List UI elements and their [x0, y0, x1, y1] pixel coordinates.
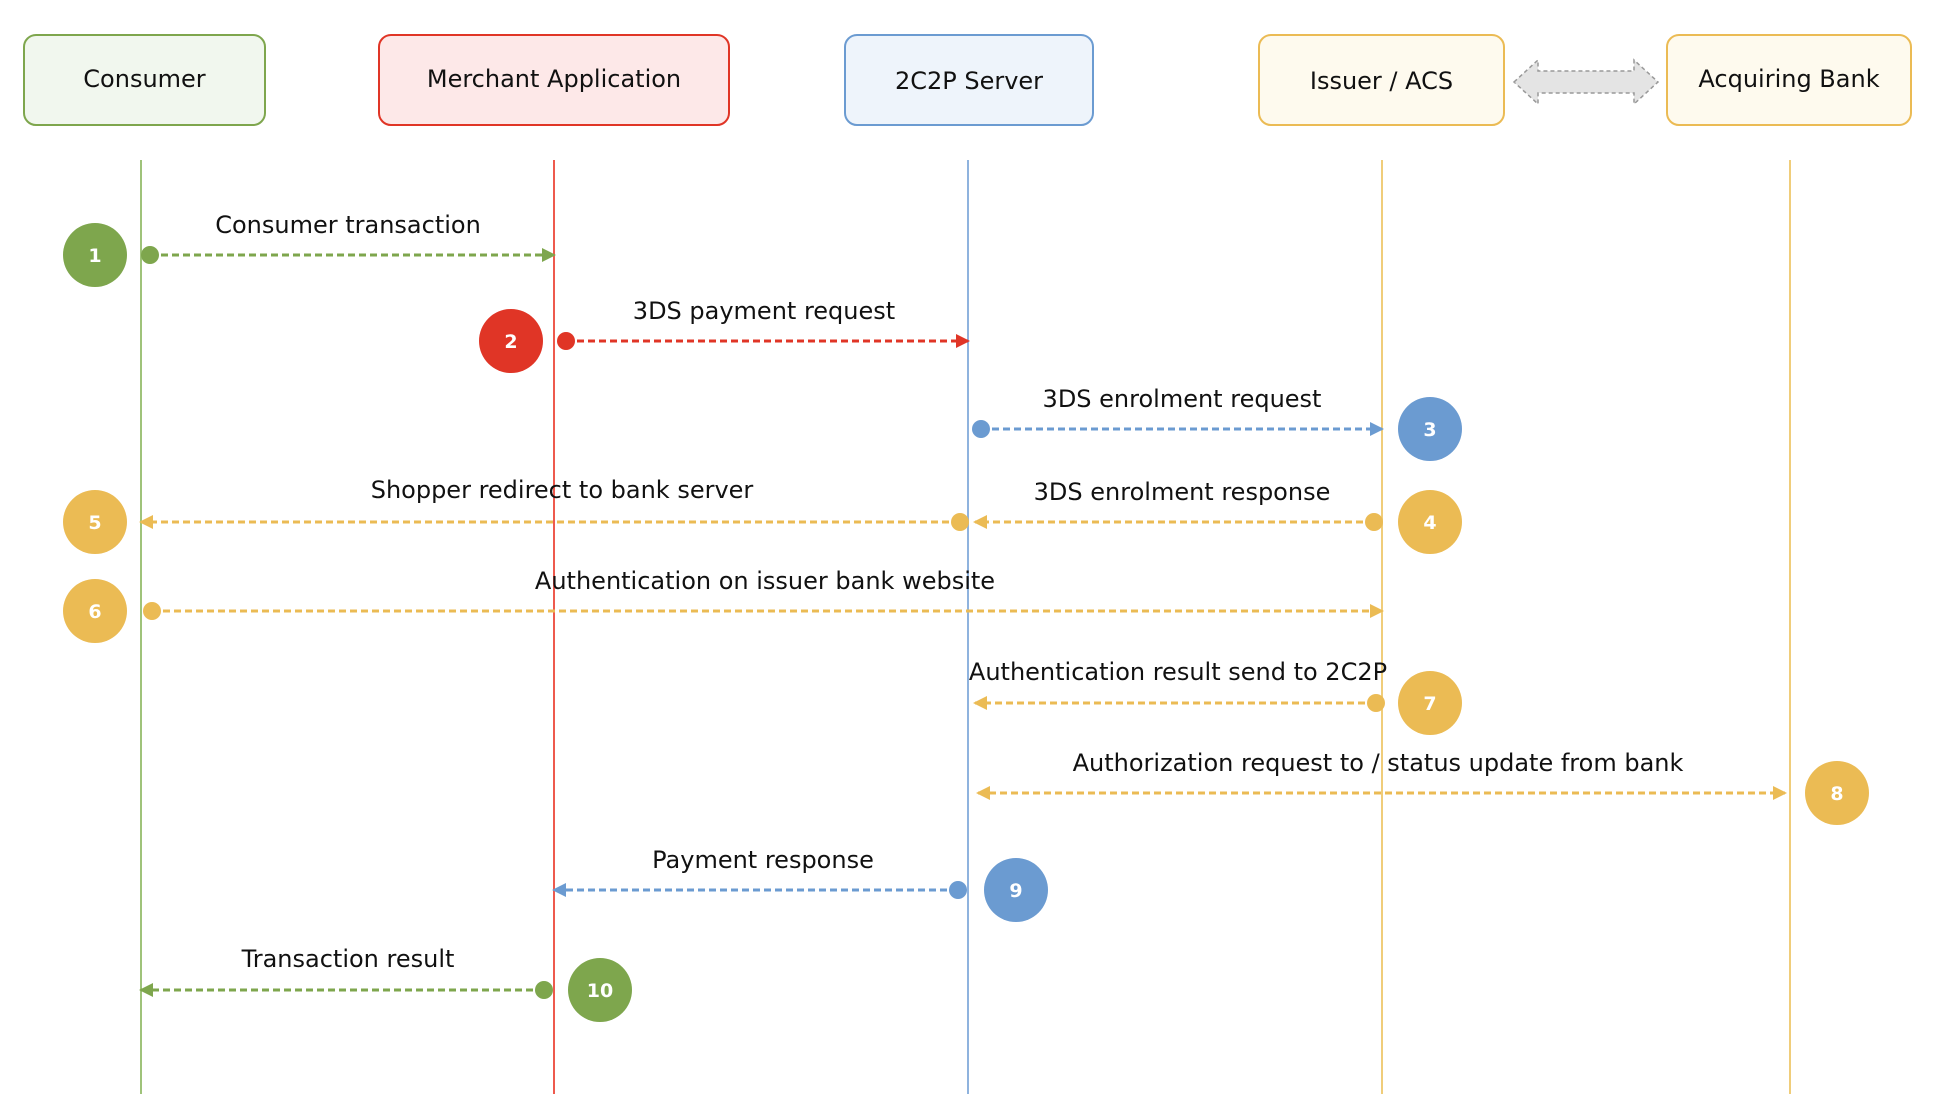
step-number: 8 [1830, 783, 1843, 805]
message-label: Consumer transaction [215, 211, 481, 239]
message-7: Authentication result send to 2C2P 7 [969, 658, 1462, 735]
step-circle [568, 958, 632, 1022]
message-10: Transaction result 10 [139, 945, 632, 1022]
actor-label: 2C2P Server [895, 67, 1043, 95]
message-origin-dot [951, 513, 969, 531]
step-number: 9 [1009, 880, 1022, 902]
message-origin-dot [949, 881, 967, 899]
message-9: Payment response 9 [552, 846, 1048, 922]
step-circle [479, 309, 543, 373]
step-circle [1805, 761, 1869, 825]
message-label: Authentication on issuer bank website [535, 567, 995, 595]
step-circle [1398, 490, 1462, 554]
actor-label: Acquiring Bank [1698, 65, 1879, 93]
step-number: 5 [88, 512, 101, 534]
step-number: 6 [88, 601, 101, 623]
actor-label: Issuer / ACS [1310, 67, 1453, 95]
step-circle [1398, 397, 1462, 461]
message-origin-dot [1365, 513, 1383, 531]
step-circle [63, 223, 127, 287]
message-label: Authentication result send to 2C2P [969, 658, 1387, 686]
step-circle [63, 579, 127, 643]
message-4: 3DS enrolment response 4 [973, 478, 1462, 554]
step-number: 3 [1423, 419, 1436, 441]
message-label: 3DS enrolment response [1034, 478, 1331, 506]
message-label: Payment response [652, 846, 874, 874]
step-number: 2 [504, 331, 517, 353]
actor-issuer: Issuer / ACS [1258, 34, 1505, 126]
message-origin-dot [557, 332, 575, 350]
message-label: Transaction result [241, 945, 455, 973]
message-3: 3DS enrolment request 3 [972, 385, 1462, 461]
message-label: 3DS enrolment request [1043, 385, 1322, 413]
message-1: Consumer transaction 1 [63, 211, 556, 287]
step-circle [984, 858, 1048, 922]
message-label: Shopper redirect to bank server [371, 476, 754, 504]
message-2: 3DS payment request 2 [479, 297, 970, 373]
step-number: 10 [587, 980, 613, 1002]
message-origin-dot [1367, 694, 1385, 712]
step-number: 4 [1423, 512, 1436, 534]
message-origin-dot [972, 420, 990, 438]
messages: Consumer transaction 1 3DS payment request… [63, 211, 1869, 1022]
message-label: Authorization request to / status update… [1073, 749, 1684, 777]
actor-consumer: Consumer [23, 34, 266, 126]
double-arrow-icon [1512, 58, 1660, 106]
message-6: Authentication on issuer bank website 6 [63, 567, 1384, 643]
message-8: Authorization request to / status update… [976, 749, 1869, 825]
step-circle [1398, 671, 1462, 735]
message-origin-dot [141, 246, 159, 264]
actor-server: 2C2P Server [844, 34, 1094, 126]
message-origin-dot [535, 981, 553, 999]
message-5: Shopper redirect to bank server 5 [63, 476, 969, 554]
actor-acquirer: Acquiring Bank [1666, 34, 1912, 126]
lifelines [140, 160, 1791, 1094]
step-number: 7 [1423, 693, 1436, 715]
message-label: 3DS payment request [633, 297, 895, 325]
actor-label: Merchant Application [427, 65, 681, 93]
actor-merchant: Merchant Application [378, 34, 730, 126]
actor-label: Consumer [83, 65, 206, 93]
step-number: 1 [88, 245, 101, 267]
step-circle [63, 490, 127, 554]
message-origin-dot [143, 602, 161, 620]
